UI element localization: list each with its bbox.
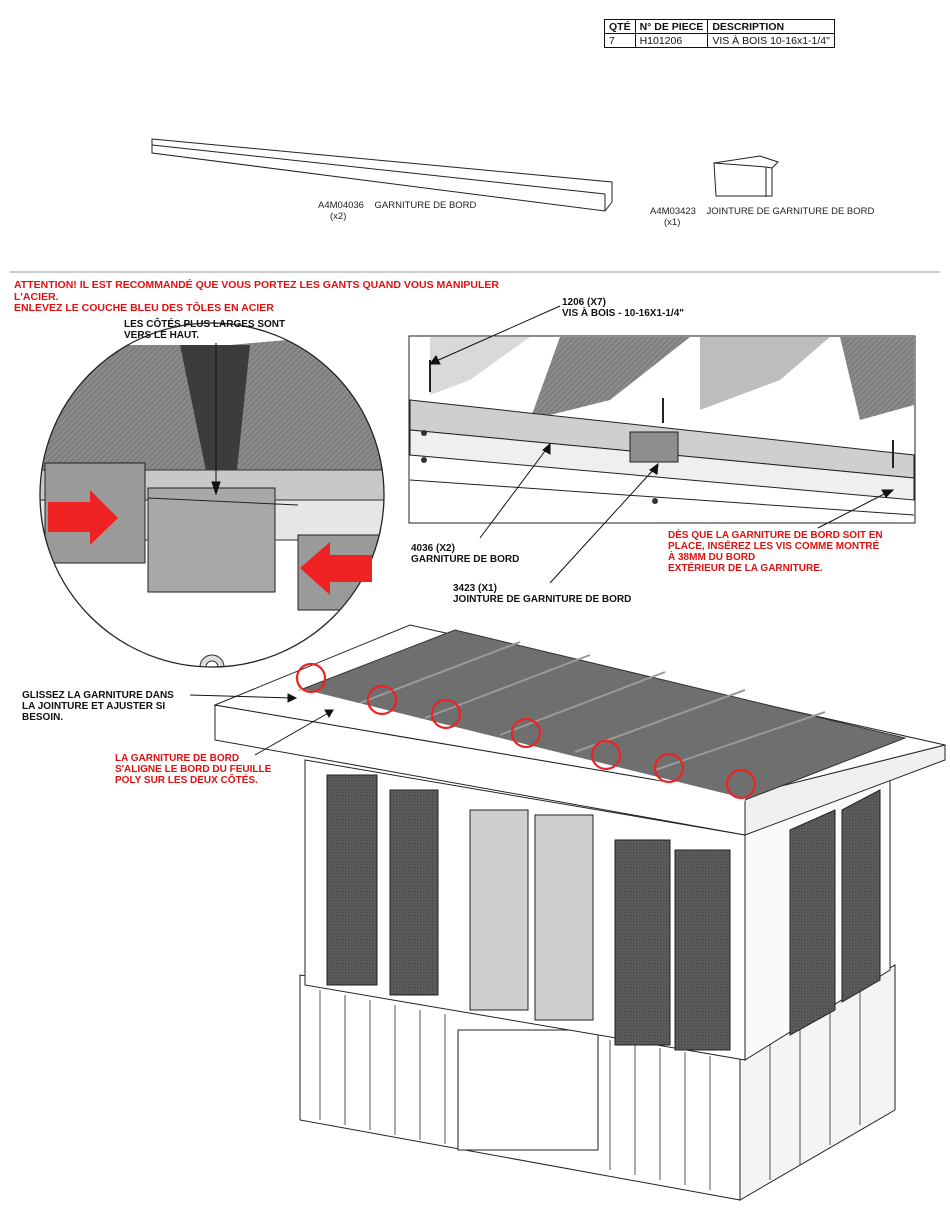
warning-line: ENLEVEZ LE COUCHE BLEU DES TÔLES EN ACIE… (14, 302, 274, 314)
callout-screw: 1206 (x7) VIS À BOIS - 10-16x1-1/4" (562, 297, 685, 319)
leader-lines (211, 305, 895, 584)
cell-description: VIS À BOIS 10-16x1-1/4" (707, 33, 835, 48)
part-name: GARNITURE DE BORD (374, 200, 477, 211)
detail-view (408, 335, 916, 524)
table-row: 7 H101206 VIS À BOIS 10-16x1-1/4" (604, 33, 835, 48)
part-code: A4M04036 (318, 200, 364, 211)
part-label-joint: A4M03423 JOINTURE DE GARNITURE DE BORD (… (650, 206, 874, 228)
cell-part-number: H101206 (634, 33, 709, 48)
slide-arrow-right (300, 542, 372, 595)
detail-circle (39, 322, 385, 668)
part-qty: (x2) (330, 211, 347, 222)
part-code: A4M03423 (650, 206, 696, 217)
part-name: JOINTURE DE GARNITURE DE BORD (706, 206, 875, 217)
callout-alignment: LA GARNITURE DE BORD S'ALIGNE LE BORD DU… (115, 753, 272, 786)
gazebo-illustration (213, 624, 946, 1201)
screw-location-markers (295, 662, 757, 800)
safety-warning: ATTENTION! IL EST RECOMMANDÉ QUE VOUS PO… (14, 279, 554, 315)
part-qty: (x1) (664, 217, 681, 228)
warning-line: ATTENTION! IL EST RECOMMANDÉ QUE VOUS PO… (14, 279, 499, 291)
warning-line: L'ACIER. (14, 290, 59, 303)
callout-edge-trim: 4036 (x2) GARNITURE DE BORD (411, 543, 520, 565)
callout-wide-side: LES CÔTÉS PLUS LARGES SONT VERS LE HAUT. (124, 319, 286, 341)
part-label-trim: A4M04036 GARNITURE DE BORD (x2) (318, 200, 476, 222)
callout-trim-joint: 3423 (x1) JOINTURE DE GARNITURE DE BORD (453, 583, 632, 605)
slide-arrow-left (48, 490, 118, 545)
trim-joint-part (713, 155, 779, 197)
callout-slide-trim: GLISSEZ LA GARNITURE DANS LA JOINTURE ET… (22, 690, 174, 723)
callout-install-screws: DÈS QUE LA GARNITURE DE BORD SOIT EN PLA… (668, 530, 883, 574)
parts-table: QTÉ N° DE PIECE DESCRIPTION 7 H101206 VI… (604, 19, 835, 48)
edge-trim-part (151, 138, 613, 212)
main-leaders (189, 693, 334, 756)
